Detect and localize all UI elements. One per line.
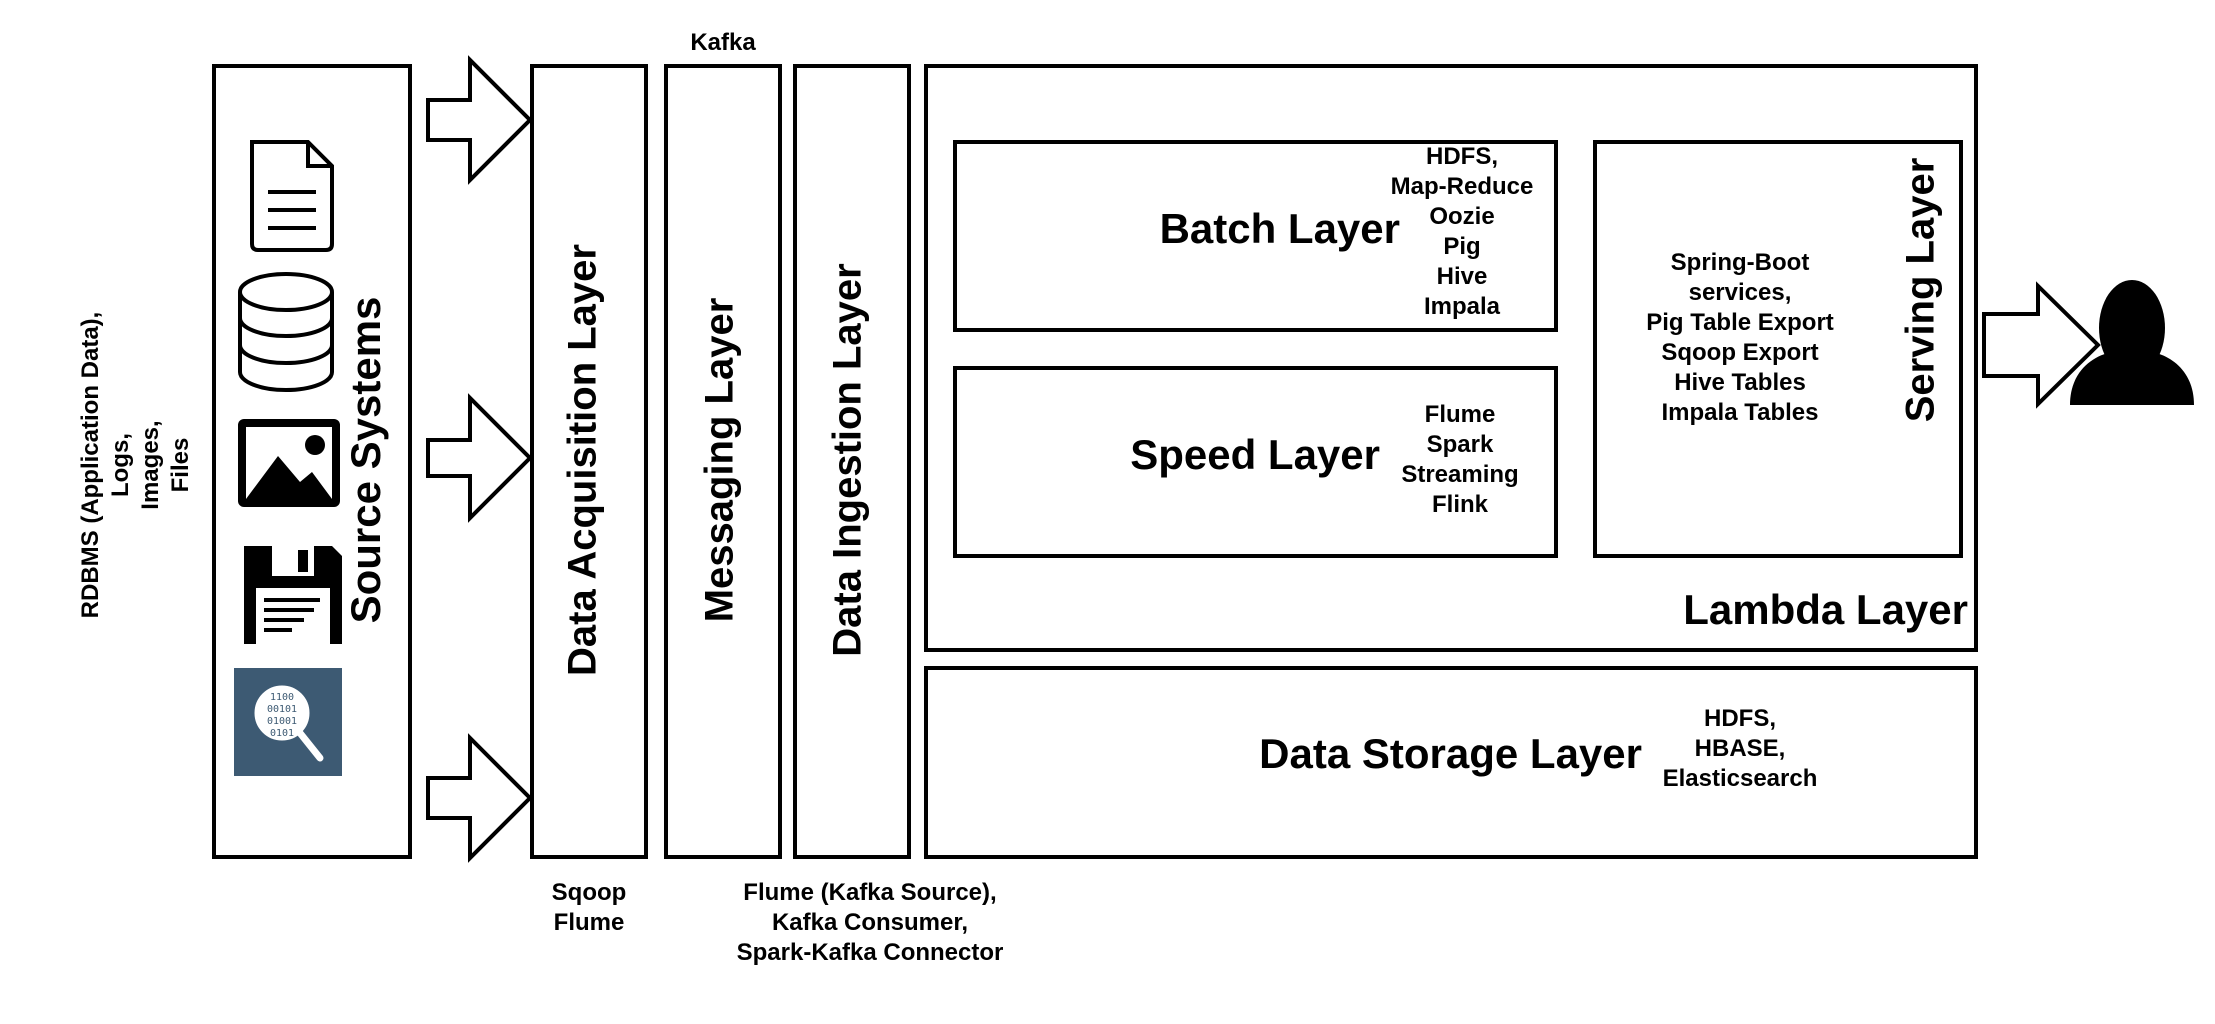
acquisition-tools: Sqoop Flume (551, 879, 627, 936)
svg-text:00101: 00101 (267, 704, 297, 715)
data-acquisition-label: Data Acquisition Layer (560, 244, 605, 676)
floppy-disk-icon (244, 546, 342, 644)
batch-layer-tools: HDFS, Map-Reduce Oozie Pig Hive Impala (1390, 143, 1534, 320)
source-systems-box: 1100 00101 01001 0101 (212, 64, 412, 859)
data-storage-box (924, 666, 1978, 859)
messaging-top-label: Kafka (690, 29, 756, 56)
serving-layer-tools: Spring-Boot services, Pig Table Export S… (1646, 249, 1834, 426)
source-systems-label: Source Systems (342, 296, 389, 624)
source-icons: 1100 00101 01001 0101 (234, 140, 342, 776)
speed-layer-box (953, 366, 1558, 558)
batch-layer-box (953, 140, 1558, 332)
data-acquisition-box (530, 64, 648, 859)
document-icon (250, 140, 334, 252)
serving-layer-box (1593, 140, 1963, 558)
speed-layer-tools: Flume Spark Streaming Flink (1401, 401, 1519, 518)
messaging-label: Messaging Layer (697, 297, 742, 623)
data-storage-tools: HDFS, HBASE, Elasticsearch (1662, 705, 1818, 792)
speed-layer-label: Speed Layer (1130, 431, 1380, 478)
database-icon (238, 272, 334, 392)
binary-search-icon: 1100 00101 01001 0101 (234, 668, 342, 776)
ingestion-tools: Flume (Kafka Source), Kafka Consumer, Sp… (736, 879, 1004, 966)
arrow-right-top (426, 55, 533, 185)
image-icon (238, 419, 340, 507)
arrow-right-middle (426, 393, 533, 523)
source-note: RDBMS (Application Data), Logs, Images, … (77, 311, 194, 619)
svg-text:01001: 01001 (267, 716, 297, 727)
data-storage-label: Data Storage Layer (1259, 730, 1642, 777)
svg-text:0101: 0101 (270, 728, 294, 739)
data-ingestion-label: Data Ingestion Layer (825, 263, 870, 657)
user-icon (2070, 280, 2194, 405)
arrow-right-bottom (426, 733, 533, 863)
serving-layer-label: Serving Layer (1898, 157, 1943, 423)
lambda-layer-label: Lambda Layer (1683, 586, 1968, 633)
messaging-box (664, 64, 782, 859)
arrow-right-output (1982, 281, 2101, 409)
svg-text:1100: 1100 (270, 692, 294, 703)
data-ingestion-box (793, 64, 911, 859)
batch-layer-label: Batch Layer (1159, 205, 1400, 252)
